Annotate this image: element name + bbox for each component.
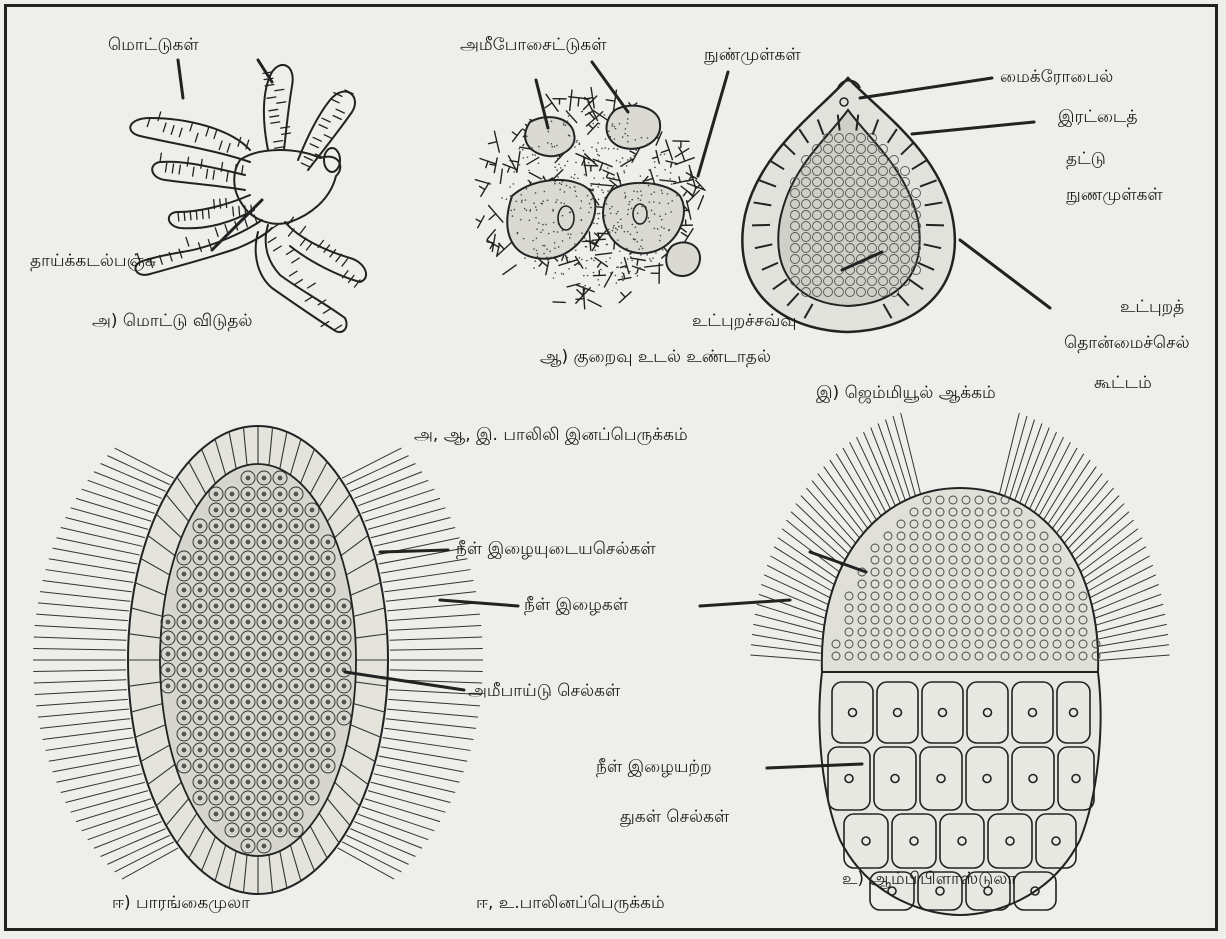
label-double-layer-2: தட்டு [1066, 148, 1106, 170]
label-buds: மொட்டுகள் [108, 34, 199, 56]
caption-budding: அ) மொட்டு விடுதல் [92, 310, 253, 332]
label-parent-sponge: தாய்க்கடல்பஞ்சு [30, 250, 156, 272]
label-inner-2: தொன்மைச்செல் [1064, 332, 1190, 354]
parenchymula-drawing [33, 426, 483, 894]
label-amoeboid-cells: அமீபாய்டு செல்கள் [468, 680, 620, 702]
heading-sexual-reproduction: ஈ, உ.பாலினப்பெருக்கம் [476, 892, 665, 914]
label-inner-1: உட்புறத் [1120, 296, 1184, 318]
label-non-flagellated-1: நீள் இழையற்ற [596, 756, 712, 778]
label-flagella: நீள் இழைகள் [524, 594, 628, 616]
amphiblastula-drawing [750, 413, 1169, 915]
label-non-flagellated-2: துகள் செல்கள் [620, 806, 729, 828]
gemmule-drawing [742, 78, 955, 332]
caption-amphiblastula: உ) ஆம்பிபிளாஸ்டுலா [842, 868, 1016, 890]
label-inner-3: கூட்டம் [1094, 372, 1152, 394]
label-inner-coat: உட்புறச்சவ்வு [692, 310, 797, 332]
label-double-layer-1: இரட்டைத் [1058, 106, 1138, 128]
budding-sponge-drawing [130, 65, 366, 332]
caption-reduction-body: ஆ) குறைவு உடல் உண்டாதல் [540, 346, 771, 368]
label-flagellated-cells: நீள் இழையுடையசெல்கள் [456, 538, 656, 560]
label-spicules-aa: நுண்முள்கள் [704, 44, 801, 66]
label-micropyle: மைக்ரோபைல் [1000, 66, 1113, 88]
heading-asexual-reproduction: அ, ஆ, இ. பாலிலி இனப்பெருக்கம் [414, 424, 688, 446]
caption-parenchymula: ஈ) பாரங்கைமுலா [112, 892, 250, 914]
label-amoebocytes: அமீபோசைட்டுகள் [460, 34, 607, 56]
label-spicules-i: நுணமுள்கள் [1066, 184, 1163, 206]
caption-gemmule: இ) ஜெம்மியூல் ஆக்கம் [816, 382, 996, 404]
reduction-body-drawing [475, 88, 705, 312]
